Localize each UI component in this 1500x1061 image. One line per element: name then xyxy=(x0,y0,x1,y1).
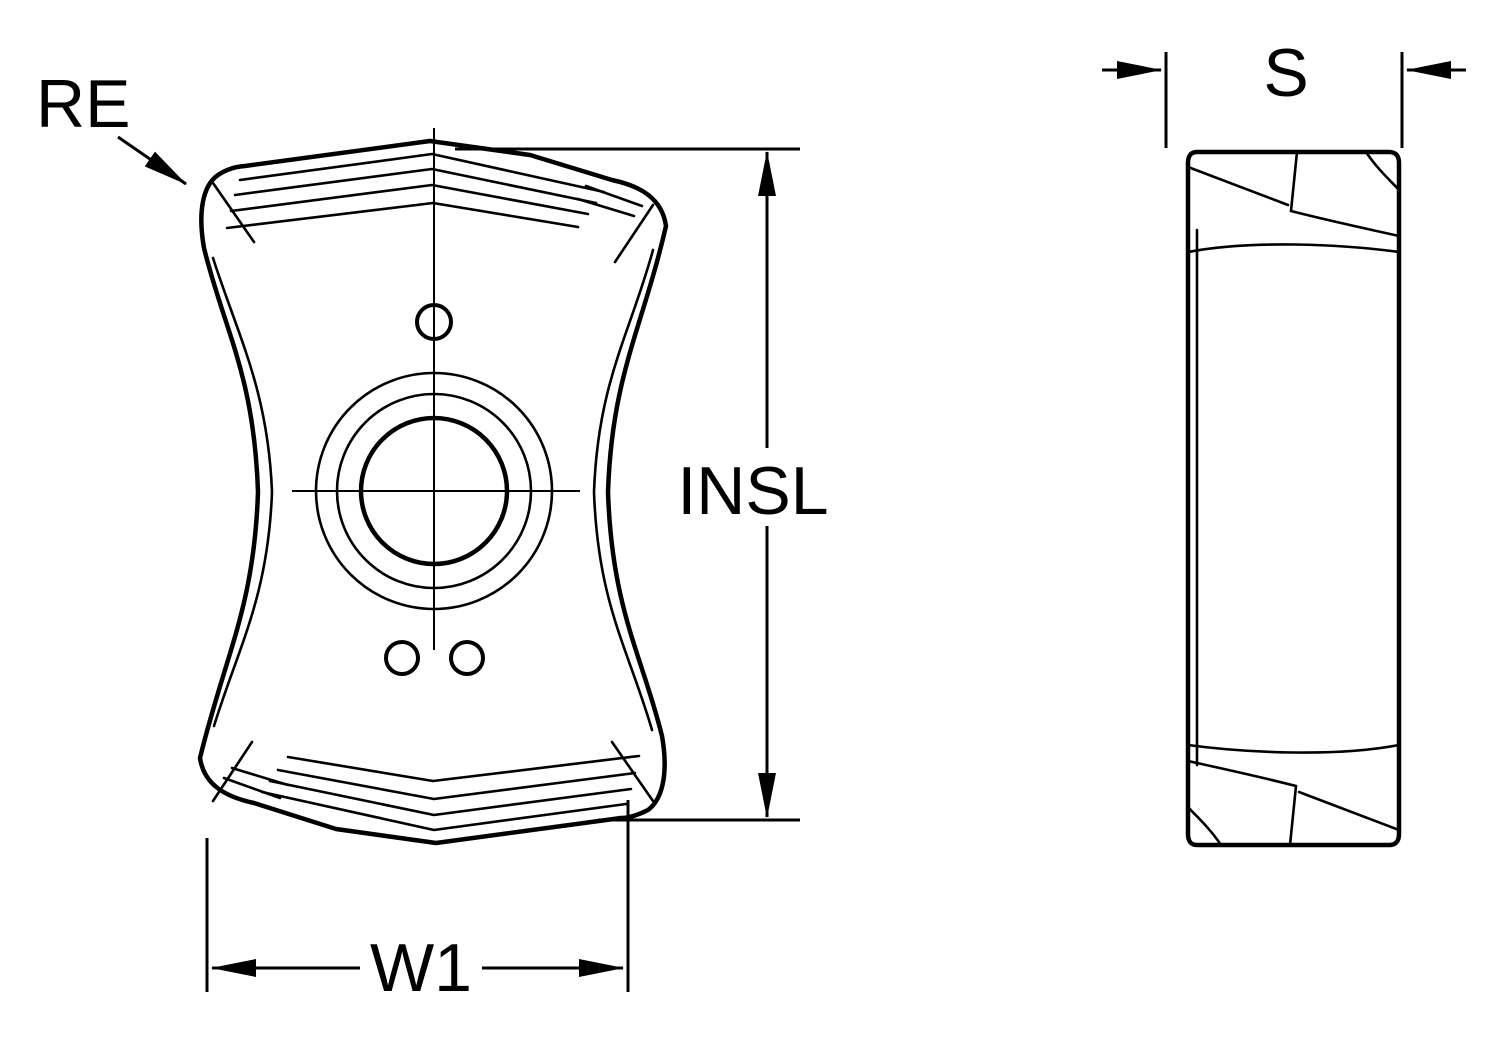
corner-facet-bottom-left xyxy=(211,740,254,803)
bottom-edge-facets xyxy=(222,754,641,832)
small-hole-bottom-left xyxy=(384,640,420,676)
insert-front-body xyxy=(197,138,669,846)
dimension-insl: INSL xyxy=(455,147,840,822)
corner-facet-bottom-right xyxy=(610,740,655,803)
insl-label: INSL xyxy=(677,453,828,529)
corner-facet-top-right xyxy=(613,203,655,264)
re-label: RE xyxy=(36,66,130,142)
centerlines xyxy=(292,128,580,650)
insl-label-mask xyxy=(668,448,840,526)
side-view-edge-details xyxy=(1186,150,1401,847)
side-view xyxy=(1185,149,1402,848)
dimension-re: RE xyxy=(36,66,187,186)
dimension-s: S xyxy=(1102,35,1466,148)
dimension-w1: W1 xyxy=(205,800,630,1006)
s-label: S xyxy=(1263,35,1308,111)
front-view xyxy=(197,128,669,846)
re-leader-arrow xyxy=(117,135,187,186)
insert-side-body xyxy=(1185,149,1402,848)
side-clearance-contours xyxy=(211,248,655,732)
small-hole-bottom-right xyxy=(449,640,485,676)
corner-facet-top-left xyxy=(211,181,256,244)
w1-label: W1 xyxy=(370,930,472,1006)
corner-facets xyxy=(211,181,655,803)
